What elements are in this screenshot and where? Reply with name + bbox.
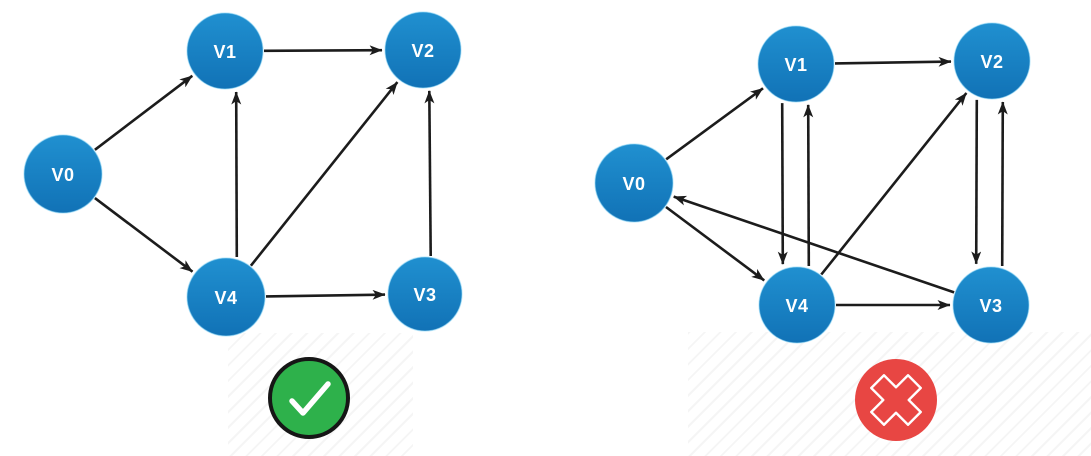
node-label: V4 — [214, 288, 237, 308]
node-label: V2 — [980, 52, 1003, 72]
valid-check-badge — [268, 357, 350, 439]
check-icon — [289, 381, 331, 416]
node-circle — [757, 25, 835, 103]
node-label: V3 — [979, 296, 1002, 316]
node-label: V3 — [413, 285, 436, 305]
graph-node-V4: V4 — [186, 257, 266, 337]
node-circle — [758, 266, 836, 344]
node-label: V0 — [622, 174, 645, 194]
node-circle — [953, 22, 1031, 100]
graph-node-V1: V1 — [757, 25, 835, 103]
edge-V4-to-V1 — [231, 91, 242, 258]
edge-V4-to-V1 — [803, 104, 814, 267]
edge-V1-to-V2 — [263, 45, 383, 56]
edge-V3-to-V2 — [997, 101, 1008, 267]
graph-node-V1: V1 — [186, 12, 264, 90]
check-circle — [268, 357, 350, 439]
edge-V0-to-V1 — [94, 74, 194, 151]
invalid-cross-badge — [855, 359, 937, 441]
graph-node-V4: V4 — [758, 266, 836, 344]
node-label: V0 — [51, 165, 74, 185]
node-circle — [384, 11, 462, 89]
edge-V4-to-V3 — [265, 289, 386, 300]
node-circle — [952, 266, 1030, 344]
node-circle — [387, 256, 463, 332]
edge-V4-to-V2 — [820, 92, 968, 276]
node-label: V1 — [213, 42, 236, 62]
graph-node-V3: V3 — [952, 266, 1030, 344]
graph-node-V2: V2 — [953, 22, 1031, 100]
edge-V0-to-V4 — [665, 205, 765, 282]
graph-node-V3: V3 — [387, 256, 463, 332]
edge-V4-to-V2 — [249, 81, 399, 267]
edge-V0-to-V1 — [665, 87, 764, 161]
graph-node-V0: V0 — [23, 134, 103, 214]
edge-V0-to-V4 — [94, 197, 194, 273]
edge-V2-to-V3 — [971, 99, 982, 265]
edge-V1-to-V2 — [834, 56, 952, 67]
node-circle — [186, 12, 264, 90]
node-label: V1 — [784, 55, 807, 75]
edge-V1-to-V4 — [777, 103, 788, 265]
graph-node-V0: V0 — [594, 143, 674, 223]
node-label: V4 — [785, 296, 808, 316]
node-circle — [594, 143, 674, 223]
node-label: V2 — [411, 41, 434, 61]
node-circle — [186, 257, 266, 337]
graph-node-V2: V2 — [384, 11, 462, 89]
node-circle — [23, 134, 103, 214]
edge-V3-to-V0 — [673, 195, 955, 294]
edge-V3-to-V2 — [424, 90, 435, 257]
x-icon — [870, 374, 922, 426]
